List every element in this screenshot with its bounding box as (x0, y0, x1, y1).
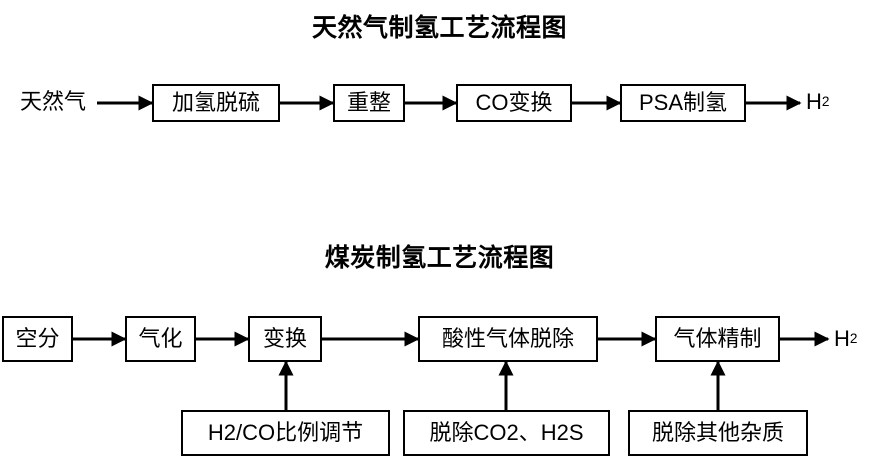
node-gasification[interactable]: 气化 (125, 316, 196, 362)
node-co-shift[interactable]: CO变换 (456, 84, 572, 122)
node-acid-gas-removal[interactable]: 酸性气体脱除 (418, 316, 598, 362)
output-label-hydrogen-1-subscript: 2 (821, 94, 830, 110)
node-psa-hydrogen[interactable]: PSA制氢 (620, 84, 746, 122)
diagram-1-title: 天然气制氢工艺流程图 (311, 14, 567, 42)
node-air-separation[interactable]: 空分 (2, 316, 73, 362)
input-label-natural-gas: 天然气 (20, 89, 87, 114)
node-hydrodesulfurization[interactable]: 加氢脱硫 (152, 84, 280, 122)
output-label-hydrogen-2-subscript: 2 (849, 331, 858, 347)
diagram-2-title: 煤炭制氢工艺流程图 (324, 244, 555, 272)
subnode-co2-h2s-removal[interactable]: 脱除CO2、H2S (403, 410, 610, 456)
output-label-hydrogen-2-text: H (834, 326, 850, 351)
node-reforming[interactable]: 重整 (333, 84, 405, 122)
subnode-other-impurity-removal[interactable]: 脱除其他杂质 (628, 410, 808, 456)
subnode-h2-co-ratio-adjustment[interactable]: H2/CO比例调节 (181, 410, 390, 456)
node-gas-purification[interactable]: 气体精制 (655, 316, 780, 362)
node-shift-conversion[interactable]: 变换 (248, 316, 322, 362)
output-label-hydrogen-1-text: H (806, 89, 822, 114)
